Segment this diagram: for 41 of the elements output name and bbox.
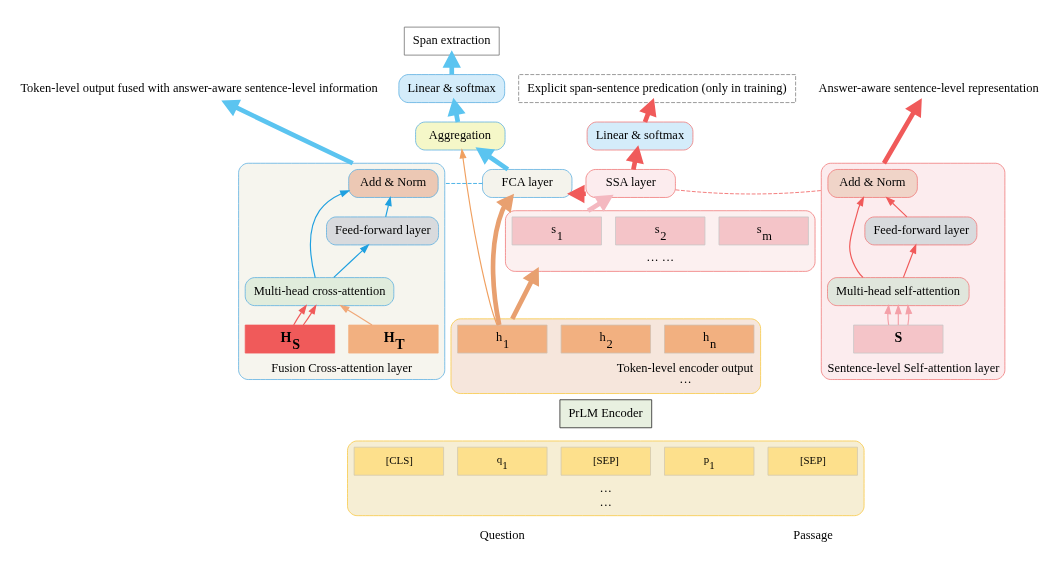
node-box: FCA layer [482,168,573,198]
node-box: SSA layer [585,168,676,198]
arrow [459,147,498,325]
node-box: [CLS] [353,446,444,476]
arrow [339,304,373,326]
node-box: Multi-head self-attention [827,276,970,306]
connector [444,182,483,184]
arrow [905,303,913,326]
node-box: Aggregation [415,121,506,150]
node-box: PrLM Encoder [559,398,653,428]
arrow [510,266,539,320]
node-text: Token-level output fused with answer-aware sentence-level information [20,80,378,95]
arrow [302,303,317,326]
arrow [221,99,354,165]
connector [675,188,822,194]
arrow [333,243,370,278]
node-box: Explicit span-sentence predication (only in training) [518,73,796,103]
node-box: [SEP] [767,446,858,476]
node-box: Add & Norm [348,168,439,198]
node-box: [SEP] [560,446,651,476]
node-box: Multi-head cross-attention [244,276,395,306]
node-box: Linear & softmax [586,121,694,150]
arrow [881,97,922,164]
arrow [902,242,917,278]
arrow [490,193,515,325]
arrow [885,195,908,217]
arrow [475,146,510,171]
node-text: Answer-aware sentence-level representation [818,80,1039,95]
arrow [849,195,865,278]
node-box: Linear & softmax [398,73,506,103]
label: Question [479,527,525,542]
node-box: S [853,324,944,353]
node-box: Feed-forward layer [864,216,978,245]
node-box: Feed-forward layer [326,216,439,245]
arrow [293,303,308,326]
label: Passage [793,527,833,542]
node-box: Add & Norm [827,168,918,198]
arrow [309,189,351,278]
arrow [884,303,892,326]
node-box: Span extraction [403,26,500,55]
arrow [384,195,392,217]
